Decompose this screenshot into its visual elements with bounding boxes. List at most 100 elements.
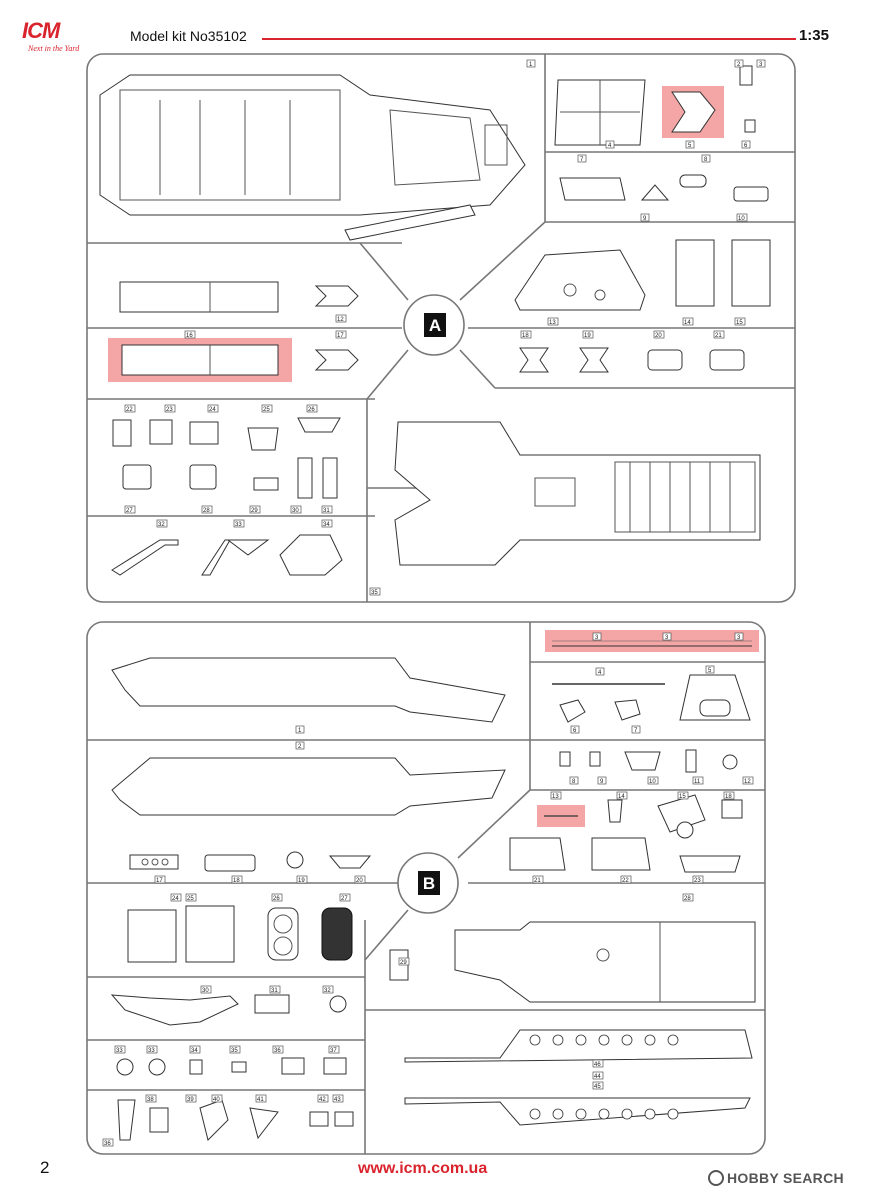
svg-text:35: 35: [371, 590, 378, 596]
svg-text:44: 44: [594, 1074, 601, 1080]
svg-text:30: 30: [292, 508, 299, 514]
svg-text:15: 15: [679, 794, 686, 800]
sprue-a-letter: A: [429, 316, 441, 335]
svg-text:3: 3: [595, 635, 599, 641]
sprue-a-labels: 1 2 3 4 5 6 7 8 9 10 12 13 14 15 16 17 1…: [124, 59, 766, 596]
svg-text:6: 6: [744, 143, 748, 149]
page-header: ICM Next in the Yard Model kit No35102 1…: [0, 0, 869, 60]
svg-text:17: 17: [156, 878, 163, 884]
part-a1-hull-floor: [99, 74, 526, 216]
part-b2: [111, 757, 506, 816]
svg-text:21: 21: [715, 333, 722, 339]
scale-label: 1:35: [798, 27, 829, 44]
svg-text:19: 19: [298, 878, 305, 884]
svg-text:45: 45: [594, 1084, 601, 1090]
svg-text:20: 20: [356, 878, 363, 884]
svg-text:7: 7: [634, 728, 638, 734]
svg-text:43: 43: [334, 1097, 341, 1103]
svg-text:8: 8: [572, 779, 576, 785]
svg-text:42: 42: [319, 1097, 326, 1103]
svg-text:16: 16: [186, 333, 193, 339]
svg-text:22: 22: [622, 878, 629, 884]
sprue-b: B: [86, 621, 766, 1155]
svg-text:9: 9: [643, 216, 647, 222]
footer-url[interactable]: www.icm.com.ua: [358, 1160, 488, 1177]
part-b5: [679, 674, 751, 721]
svg-text:6: 6: [573, 728, 577, 734]
svg-text:14: 14: [618, 794, 625, 800]
svg-text:11: 11: [694, 779, 701, 785]
svg-text:5: 5: [708, 668, 712, 674]
part-a13: [514, 249, 646, 311]
brand-tagline: Next in the Yard: [28, 44, 80, 53]
svg-text:12: 12: [744, 779, 751, 785]
watermark: HOBBY SEARCH: [708, 1170, 844, 1186]
svg-text:1: 1: [529, 62, 533, 68]
svg-text:36: 36: [274, 1048, 281, 1054]
svg-text:8: 8: [704, 157, 708, 163]
watermark-logo-icon: [708, 1170, 724, 1186]
svg-text:41: 41: [257, 1097, 264, 1103]
svg-text:18: 18: [233, 878, 240, 884]
svg-text:25: 25: [263, 407, 270, 413]
svg-text:29: 29: [400, 960, 407, 966]
icm-logo: ICM Next in the Yard: [22, 18, 117, 58]
svg-text:19: 19: [584, 333, 591, 339]
svg-text:3: 3: [665, 635, 669, 641]
sprue-a: A: [86, 53, 796, 603]
part-b28: [454, 921, 756, 1003]
svg-text:7: 7: [580, 157, 584, 163]
svg-text:3: 3: [759, 62, 763, 68]
svg-text:26: 26: [308, 407, 315, 413]
svg-text:32: 32: [324, 988, 331, 994]
sprue-b-letter: B: [423, 874, 435, 893]
svg-text:9: 9: [600, 779, 604, 785]
watermark-text: HOBBY SEARCH: [727, 1170, 844, 1186]
svg-text:5: 5: [688, 143, 692, 149]
svg-text:31: 31: [271, 988, 278, 994]
svg-text:23: 23: [694, 878, 701, 884]
svg-text:13: 13: [552, 794, 559, 800]
svg-text:24: 24: [209, 407, 216, 413]
svg-text:22: 22: [126, 407, 133, 413]
svg-text:34: 34: [191, 1048, 198, 1054]
svg-text:10: 10: [649, 779, 656, 785]
page-number: 2: [40, 1158, 50, 1177]
svg-text:25: 25: [187, 896, 194, 902]
svg-text:28: 28: [203, 508, 210, 514]
brand-name: ICM: [22, 18, 60, 43]
svg-text:30: 30: [202, 988, 209, 994]
svg-text:27: 27: [126, 508, 133, 514]
svg-text:23: 23: [166, 407, 173, 413]
svg-text:18: 18: [725, 794, 732, 800]
svg-text:31: 31: [323, 508, 330, 514]
sprue-b-labels: 1 2 3 3 3 4 5 6 7 8 9 10 11 12 13 14 15 …: [102, 632, 754, 1147]
svg-text:12: 12: [337, 317, 344, 323]
svg-text:33: 33: [116, 1048, 123, 1054]
part-b1: [111, 657, 506, 723]
svg-text:3: 3: [737, 635, 741, 641]
svg-text:10: 10: [738, 216, 745, 222]
svg-text:2: 2: [737, 62, 741, 68]
part-a-side-panel: [394, 421, 761, 566]
svg-text:33: 33: [148, 1048, 155, 1054]
svg-text:24: 24: [172, 896, 179, 902]
svg-text:21: 21: [534, 878, 541, 884]
svg-text:46: 46: [594, 1062, 601, 1068]
svg-text:4: 4: [608, 143, 612, 149]
svg-text:18: 18: [522, 333, 529, 339]
sprue-b-frame: [86, 621, 766, 1155]
svg-text:33: 33: [235, 522, 242, 528]
svg-text:13: 13: [549, 320, 556, 326]
svg-text:26: 26: [273, 896, 280, 902]
sprue-a-letter-box: [424, 313, 446, 337]
model-title: Model kit No35102: [130, 28, 247, 44]
svg-text:39: 39: [187, 1097, 194, 1103]
svg-text:14: 14: [684, 320, 691, 326]
svg-text:28: 28: [684, 896, 691, 902]
header-divider: [262, 38, 796, 40]
svg-text:37: 37: [330, 1048, 337, 1054]
part-a15: [731, 239, 771, 307]
svg-text:40: 40: [213, 1097, 220, 1103]
